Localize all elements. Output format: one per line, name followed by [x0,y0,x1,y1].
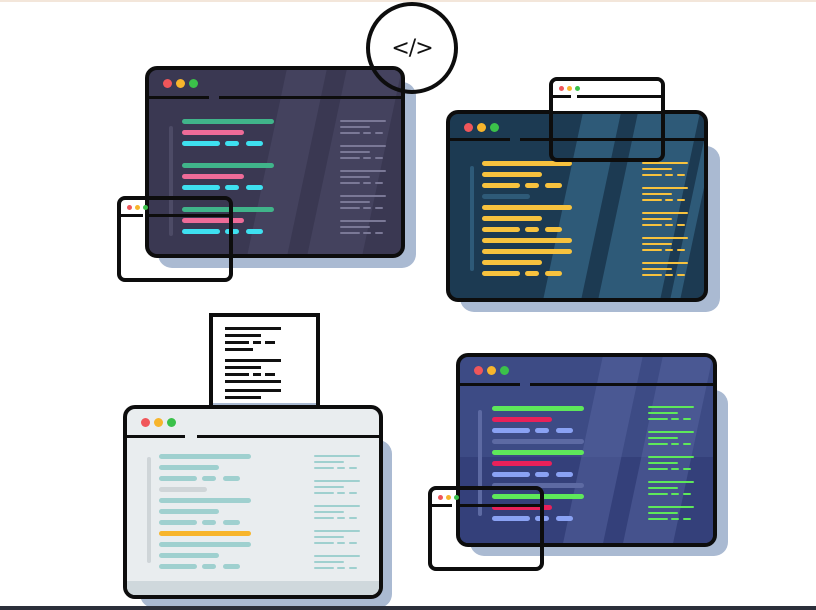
code-brackets-icon: </> [391,35,433,61]
window-controls [464,123,499,132]
minimize-dot-icon [176,79,185,88]
window-controls [559,86,580,91]
titlebar-divider [121,214,143,217]
titlebar-divider [197,435,379,438]
document-sheet [209,313,320,413]
maximize-dot-icon [189,79,198,88]
window-controls [127,205,148,210]
titlebar-divider [530,383,713,386]
titlebar-divider [460,383,520,386]
window-controls [474,366,509,375]
titlebar-divider [450,138,510,141]
highlighted-line [159,531,251,536]
code-editor-window-dark-purple [145,66,405,258]
titlebar-divider [149,96,209,99]
code-symbol-badge: </> [366,2,458,94]
code-editor-window-light [123,405,383,599]
editor-scrollbar [470,166,474,271]
window-controls [141,418,176,427]
close-dot-icon [163,79,172,88]
titlebar-divider [458,504,542,507]
titlebar-divider [219,96,401,99]
window-controls [163,79,198,88]
titlebar-divider [147,214,231,217]
bottom-border [0,606,816,610]
editor-scrollbar [478,410,482,516]
window-controls [438,495,459,500]
titlebar-divider [432,504,452,507]
editor-scrollbar [147,457,151,563]
editor-scrollbar [169,126,173,236]
mini-window-outline [117,196,233,282]
code-editor-window-indigo [456,353,717,547]
top-border [0,0,816,2]
titlebar-divider [577,95,663,98]
titlebar-divider [553,95,571,98]
titlebar-divider [520,138,704,141]
titlebar-divider [127,435,185,438]
mini-window-outline [428,486,544,571]
mini-window-outline [549,77,665,162]
